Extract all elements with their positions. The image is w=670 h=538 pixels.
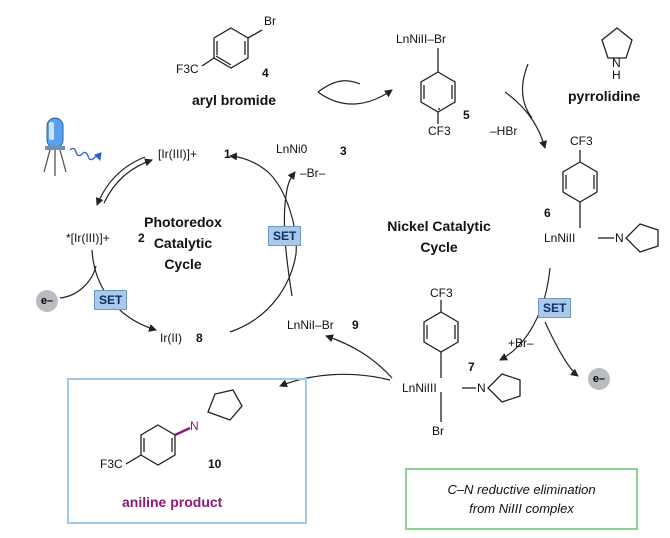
aniline-product-label: aniline product [122,494,223,510]
arrow-8-to-1 [229,152,297,333]
complex-6-n: N [615,231,624,245]
pyrrolidine-structure [601,27,633,59]
pyrrolidine-n: N [612,56,621,70]
nickel-cycle-title: Nickel Catalytic Cycle [374,218,504,256]
aryl-bromide-label: aryl bromide [192,92,277,108]
note-box [405,468,638,530]
complex-5-ni-label: LnNiII–Br [396,32,447,46]
ir-iii-label: [Ir(III)]+ [158,147,197,161]
compound-8-number: 8 [196,331,203,345]
arrow-9-to-3 [283,171,296,297]
photoredox-line-2: Catalytic [153,235,213,251]
electron-in-icon: e– [36,290,58,312]
aryl-bromide-structure [201,27,263,69]
arrow-electron-out [544,321,579,377]
arrow-7-to-9 [325,334,393,379]
pyrrolidine-h: H [612,68,621,82]
aniline-product-structure [125,389,243,466]
pyrrolidine-label: pyrrolidine [568,88,641,104]
note-line-1: C–N reductive elimination [447,482,596,497]
compound-9-number: 9 [352,318,359,332]
plus-br-label: +Br– [508,336,534,350]
cf3-label-c10: F3C [100,457,123,471]
set-badge-oxidation: SET [538,298,572,318]
photoredox-cycle-title: Photoredox Catalytic Cycle [128,214,238,273]
minus-br-label: –Br– [300,166,326,180]
complex-9-label: LnNiI–Br [287,318,334,332]
arrow-7-to-product [279,373,391,388]
light-wave-arrow [69,147,102,161]
product-n: N [190,419,199,433]
ir-ii-label: Ir(II) [160,331,182,345]
complex-7-br: Br [432,424,444,438]
br-label: Br [264,14,276,28]
compound-4-number: 4 [262,66,269,80]
complex-3-label: LnNi0 [276,142,308,156]
nickel-line-2: Cycle [420,239,458,255]
compound-5-number: 5 [463,108,470,122]
excited-ir-label: *[Ir(III)]+ [66,231,110,245]
complex-6-structure [562,150,659,253]
cf3-label-c6: CF3 [570,134,593,148]
photoredox-line-1: Photoredox [144,214,222,230]
product-box [67,378,307,524]
arrow-3-to-5 [317,89,393,105]
note-line-2: from NiIII complex [469,501,574,516]
arrow-1-to-2 [95,156,146,206]
compound-2-number: 2 [138,231,145,245]
compound-3-number: 3 [340,144,347,158]
compound-7-number: 7 [468,360,475,374]
complex-7-n: N [477,381,486,395]
set-badge-reduction: SET [94,290,128,310]
cf3-label-c4: F3C [176,62,199,76]
set-badge-photoredox: SET [268,226,302,246]
compound-1-number: 1 [224,147,231,161]
arrow-5-to-6 [504,91,547,149]
cf3-label-c5: CF3 [428,124,451,138]
arrow-2-to-1 [103,158,153,204]
led-light-icon [43,117,67,176]
minus-hbr-label: –HBr [490,124,518,138]
electron-out-icon: e– [588,368,610,390]
compound-6-number: 6 [544,206,551,220]
arrow-6-to-7 [499,267,551,361]
arrow-pyrrolidine-in [521,63,533,119]
arrow-aryl-bromide-in [317,80,361,93]
complex-6-ni-label: LnNiII [544,231,576,245]
arrow-electron-in [59,265,97,299]
compound-10-number: 10 [208,457,222,471]
complex-7-structure [423,300,521,422]
complex-5-structure [420,48,456,124]
photoredox-line-3: Cycle [164,256,202,272]
complex-7-ni-label: LnNiIII [402,381,437,395]
nickel-line-1: Nickel Catalytic [387,218,491,234]
cf3-label-c7: CF3 [430,286,453,300]
